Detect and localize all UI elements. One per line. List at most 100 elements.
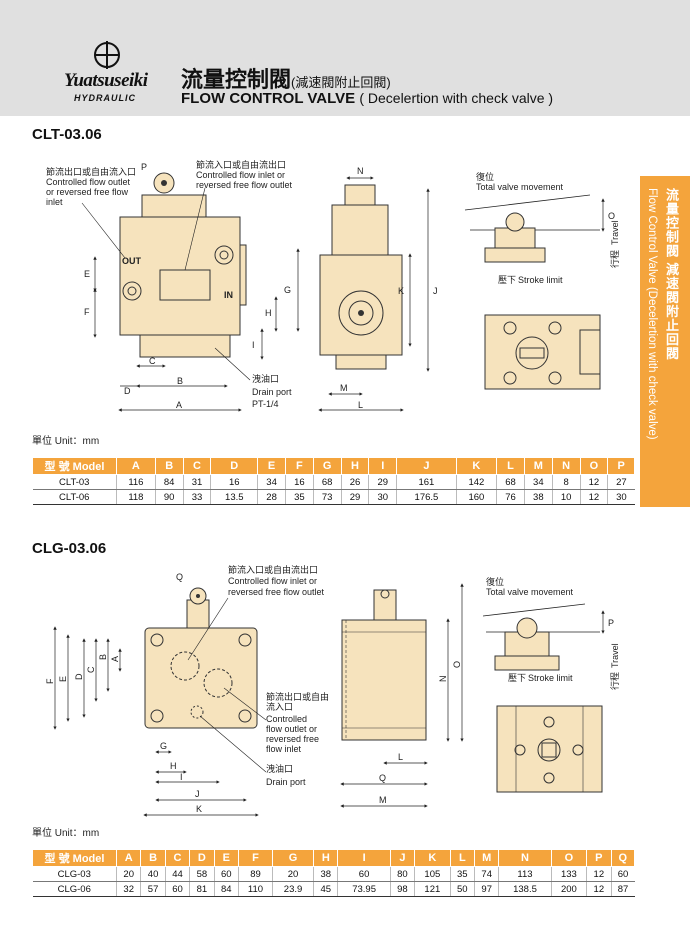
table-header-cell: K (414, 849, 451, 867)
clt-in-mark: IN (224, 290, 233, 300)
table-cell: 161 (396, 474, 457, 490)
table-cell: 200 (550, 881, 587, 897)
clg-movement-en: Total valve movement (486, 587, 574, 597)
table-cell: 73.95 (337, 881, 391, 897)
clg-dim-l: L (398, 752, 403, 762)
clt-drain-label-en1: Drain port (252, 387, 292, 397)
clt-dim-n: N (357, 166, 364, 176)
clg-stroke-cn: 壓下 (508, 673, 526, 683)
table-cell: 23.9 (271, 881, 314, 897)
table-cell: 40 (140, 866, 166, 882)
clg-dim-h: H (170, 761, 177, 771)
table-cell: 68 (312, 474, 342, 490)
clt-movement-en: Total valve movement (476, 182, 564, 192)
clg-outlet-label-en3: reversed free (266, 734, 319, 744)
table-header-cell: K (455, 457, 498, 475)
table-cell-model: CLT-03 (32, 474, 117, 490)
table-cell: 76 (496, 489, 525, 505)
table-header-cell: M (523, 457, 553, 475)
side-tab: 流量控制閥 減速閥附止回閥 Flow Control Valve (Decele… (640, 176, 690, 507)
table-cell: 45 (313, 881, 338, 897)
table-header-model: 型 號 Model (32, 849, 117, 867)
clt-unit-label: 單位 Unit：mm (32, 436, 100, 447)
clg-outlet-label-en2: flow outlet or (266, 724, 317, 734)
clt-dim-o: O (608, 211, 615, 221)
logo-emblem-icon (94, 41, 120, 69)
clg-drain-label-en: Drain port (266, 777, 306, 787)
table-cell: 34 (257, 474, 286, 490)
clg-dim-p: P (608, 618, 614, 628)
table-cell: 121 (414, 881, 451, 897)
clt-drain-label-en2: PT-1/4 (252, 399, 279, 409)
title-cn-main: 流量控制閥 (181, 67, 292, 92)
clg-dim-g: G (160, 741, 167, 751)
table-cell: 13.5 (210, 489, 258, 505)
table-cell: 138.5 (498, 881, 552, 897)
table-cell: 28 (257, 489, 286, 505)
table-cell: 74 (473, 866, 499, 882)
clt-dim-h: H (265, 308, 272, 318)
table-header-cell: A (116, 457, 156, 475)
title-en-main: FLOW CONTROL VALVE (181, 90, 356, 107)
table-cell: 84 (154, 474, 184, 490)
clt-outlet-label-en1: Controlled flow outlet (46, 177, 131, 187)
table-cell: 89 (237, 866, 273, 882)
clg-outlet-label-en1: Controlled (266, 714, 307, 724)
table-cell: 12 (579, 474, 608, 490)
clt-outlet-label-cn: 節流出口或自由流入口 (46, 166, 136, 177)
table-cell: 8 (551, 474, 581, 490)
clg-dim-j: J (195, 789, 200, 799)
table-cell: 20 (271, 866, 314, 882)
table-cell: 116 (116, 474, 156, 490)
table-cell: 30 (607, 489, 635, 505)
clt-dim-c: C (149, 356, 156, 366)
table-cell: 60 (337, 866, 391, 882)
table-header-cell: E (257, 457, 286, 475)
table-cell: 12 (586, 881, 612, 897)
clt-dim-e: E (84, 269, 90, 279)
clt-dim-m: M (340, 383, 348, 393)
page-title-cn: 流量控制閥(減速閥附止回閥) (181, 62, 391, 94)
clt-dim-p: P (141, 162, 147, 172)
table-header-cell: H (313, 849, 339, 867)
table-cell: 29 (340, 489, 369, 505)
clt-drain-label-cn: 洩油口 (252, 373, 279, 384)
clt-dim-d: D (124, 386, 131, 396)
clg-front-view: A B C D E F G H I J K Q 節流入口或自由流出口 Contr… (45, 564, 329, 817)
table-header-cell: G (271, 849, 315, 867)
clt-front-view: OUT IN A B D C E F G H I P 節流出口或自由流入口 Co… (46, 159, 300, 412)
table-cell: 73 (312, 489, 342, 505)
table-cell: 35 (449, 866, 475, 882)
table-cell-model: CLT-06 (32, 489, 117, 505)
table-cell: 87 (610, 881, 635, 897)
table-cell: 98 (389, 881, 415, 897)
table-header-cell: O (550, 849, 588, 867)
clg-dim-a: A (110, 656, 120, 662)
title-cn-sub: (減速閥附止回閥) (291, 75, 391, 90)
clg-dim-c: C (86, 666, 96, 673)
clt-section-title: CLT-03.06 (32, 126, 102, 143)
table-cell: 84 (213, 881, 239, 897)
clg-dim-e: E (58, 676, 68, 682)
table-header-cell: A (115, 849, 142, 867)
table-header-cell: C (164, 849, 191, 867)
clg-outlet-label-en4: flow inlet (266, 744, 302, 754)
table-cell: 90 (154, 489, 184, 505)
table-cell: 80 (389, 866, 415, 882)
clg-outlet-label-cn2: 流入口 (266, 701, 293, 712)
clt-dim-i: I (252, 340, 255, 350)
table-header-cell: I (368, 457, 398, 475)
clt-dim-j: J (433, 286, 438, 296)
table-cell: 60 (164, 881, 190, 897)
table-cell: 35 (284, 489, 314, 505)
logo-text: Yuatsuseiki (64, 70, 148, 91)
clg-unit-label: 單位 Unit：mm (32, 828, 100, 839)
table-cell: 142 (455, 474, 497, 490)
table-cell: 105 (414, 866, 451, 882)
clt-side-view: N K J L M (318, 166, 438, 412)
table-header-cell: N (551, 457, 581, 475)
table-cell: 16 (284, 474, 314, 490)
